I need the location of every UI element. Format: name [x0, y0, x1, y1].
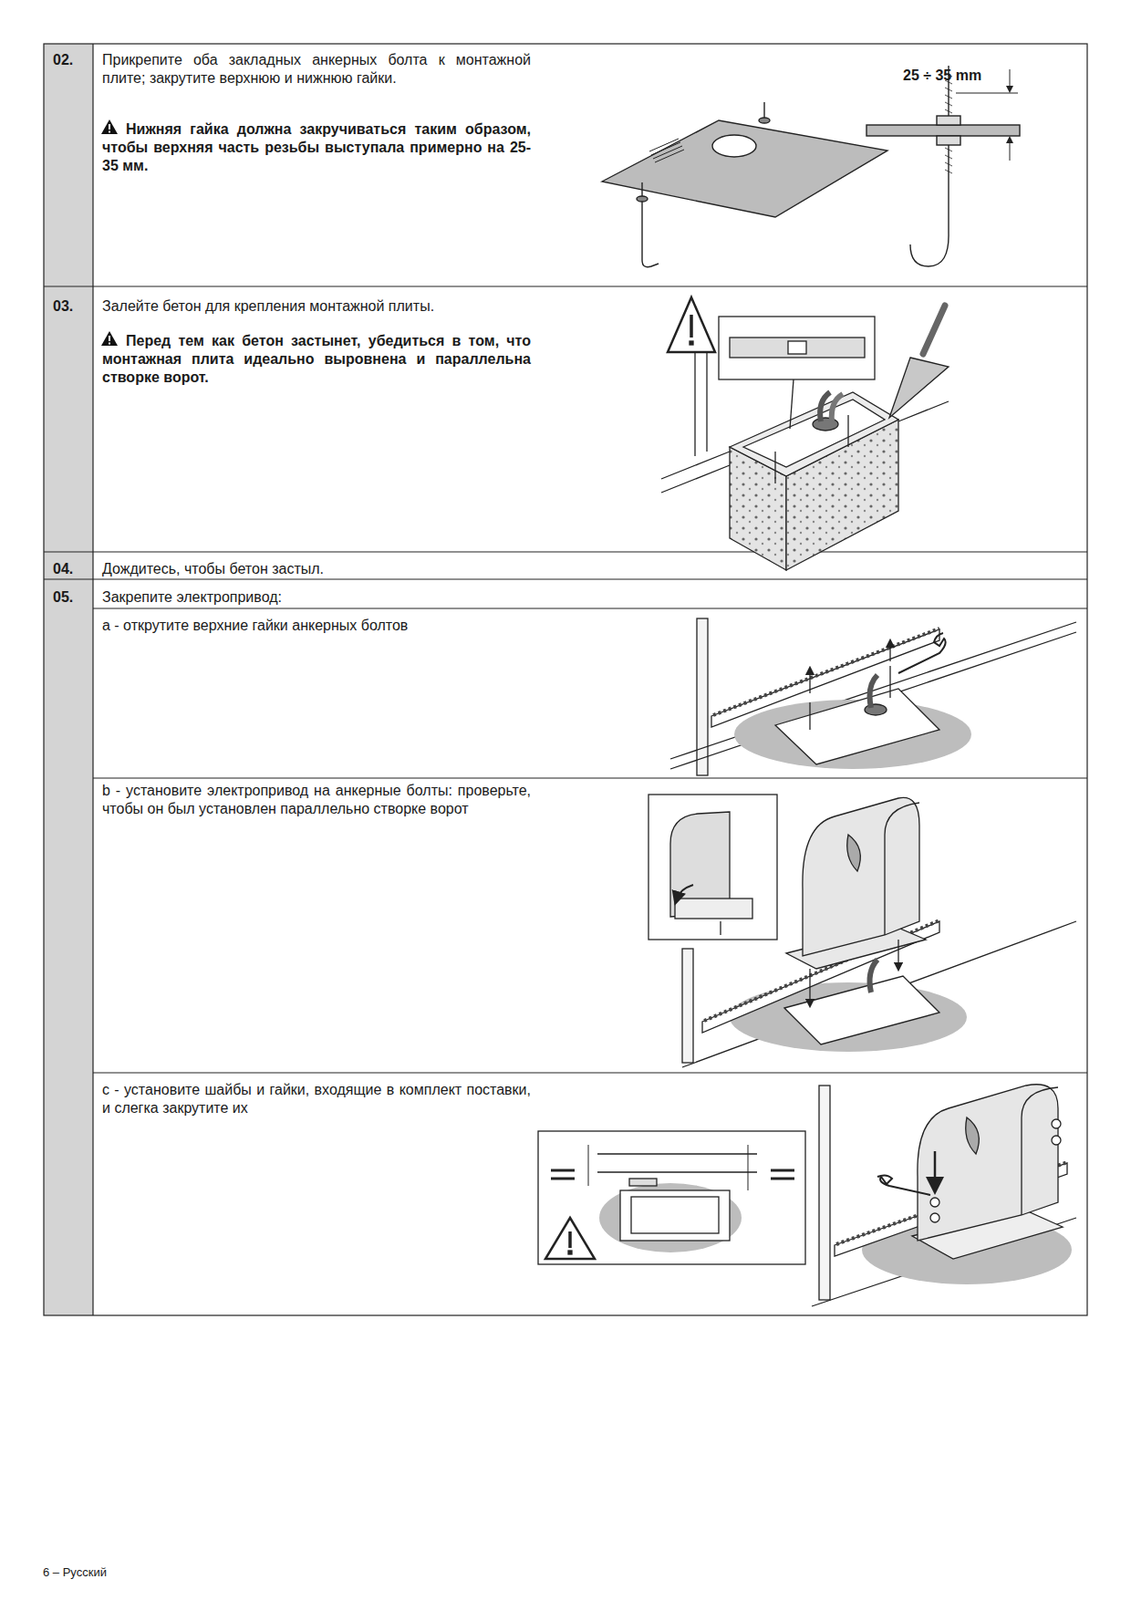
substep-text: a - открутите верхние гайки анкерных бол… [102, 616, 531, 635]
step-number: 04. [52, 560, 90, 579]
instruction-text: Закрепите электропривод: [102, 588, 531, 607]
motor-placement-figure [648, 794, 1077, 1068]
mounting-plate-figure [601, 102, 888, 268]
instruction-text: Прикрепите оба закладных анкерных болта … [102, 51, 531, 88]
page-footer: 6 – Русский [42, 1565, 226, 1580]
plate-nut-removal-figure [670, 618, 1077, 776]
motor-fixing-figure [538, 1084, 1077, 1307]
table-grid [43, 43, 1088, 1316]
anchor-bolt-figure [866, 65, 1020, 267]
substep-text: b - установите электропривод на анкерные… [102, 781, 531, 819]
instruction-text: Дождитесь, чтобы бетон застыл. [102, 560, 531, 579]
substep-text: c - установите шайбы и гайки, входящие в… [102, 1080, 531, 1118]
instruction-text: Залейте бетон для крепления монтажной пл… [102, 297, 531, 316]
step-number: 05. [52, 588, 90, 607]
dimension-label: 25 ÷ 35 mm [902, 66, 1004, 85]
warning-text: Перед тем как бетон застынет, убедиться … [102, 332, 531, 387]
step-number: 03. [52, 297, 90, 316]
concrete-block-figure [661, 297, 949, 571]
step-number: 02. [52, 51, 90, 70]
warning-text: Нижняя гайка должна закручиваться таким … [102, 120, 531, 176]
